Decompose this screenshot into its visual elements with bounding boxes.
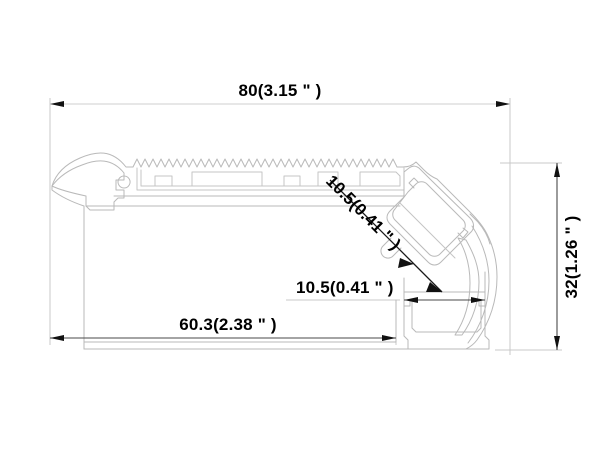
arrow-bottom-105-right <box>471 297 485 303</box>
arrow-80-right <box>496 101 510 107</box>
profile-tread-cavity-wall <box>136 167 405 191</box>
arrow-bottom-105-left <box>404 297 418 303</box>
profile-bottom-channel-inner <box>411 299 482 333</box>
leader-line-diagonal-105 <box>329 179 443 293</box>
profile-nose-notch <box>117 175 131 189</box>
profile-angled-channel-inner <box>392 181 466 257</box>
profile-angled-lip-top <box>408 177 419 189</box>
dim-label-channel-bottom: 10.5(0.41 " ) <box>296 278 394 297</box>
dim-label-overall-height: 32(1.26 " ) <box>562 215 581 298</box>
dim-label-overall-width: 80(3.15 " ) <box>238 81 321 100</box>
profile-right-arc-inner <box>454 237 480 336</box>
profile-angled-channel-split <box>399 202 456 259</box>
dimension-base-width: 60.3(2.38 " ) <box>50 315 396 341</box>
profile-bottom-channel-outer <box>403 291 490 350</box>
dimension-channel-diagonal: 10.5(0.41 " ) <box>322 171 443 293</box>
dimension-channel-bottom: 10.5(0.41 " ) <box>296 278 485 303</box>
profile-angled-channel-outer <box>386 165 474 266</box>
arrow-32-bottom <box>554 336 560 350</box>
profile-outline-group <box>51 152 498 350</box>
arrow-32-top <box>554 163 560 177</box>
profile-angled-channel-tab <box>380 237 402 259</box>
profile-base-foot <box>83 299 397 350</box>
arrow-diagonal-105-upper <box>398 258 414 268</box>
arrow-603-left <box>50 335 64 341</box>
arrow-80-left <box>50 101 64 107</box>
arrow-603-right <box>382 335 396 341</box>
dimension-overall-height: 32(1.26 " ) <box>554 163 581 350</box>
profile-tread-cavity <box>140 169 401 187</box>
profile-outer-silhouette <box>51 152 498 350</box>
profile-angled-lip-bottom <box>457 227 469 239</box>
profile-bottom-channel-walls <box>403 271 486 293</box>
profile-right-arc-outer <box>467 225 490 344</box>
profile-right-joint <box>469 213 491 245</box>
dim-label-channel-diagonal: 10.5(0.41 " ) <box>322 171 404 253</box>
dim-label-base-width: 60.3(2.38 " ) <box>179 315 277 334</box>
dimension-overall-width: 80(3.15 " ) <box>50 81 510 107</box>
arrow-diagonal-105-lower <box>426 282 442 292</box>
